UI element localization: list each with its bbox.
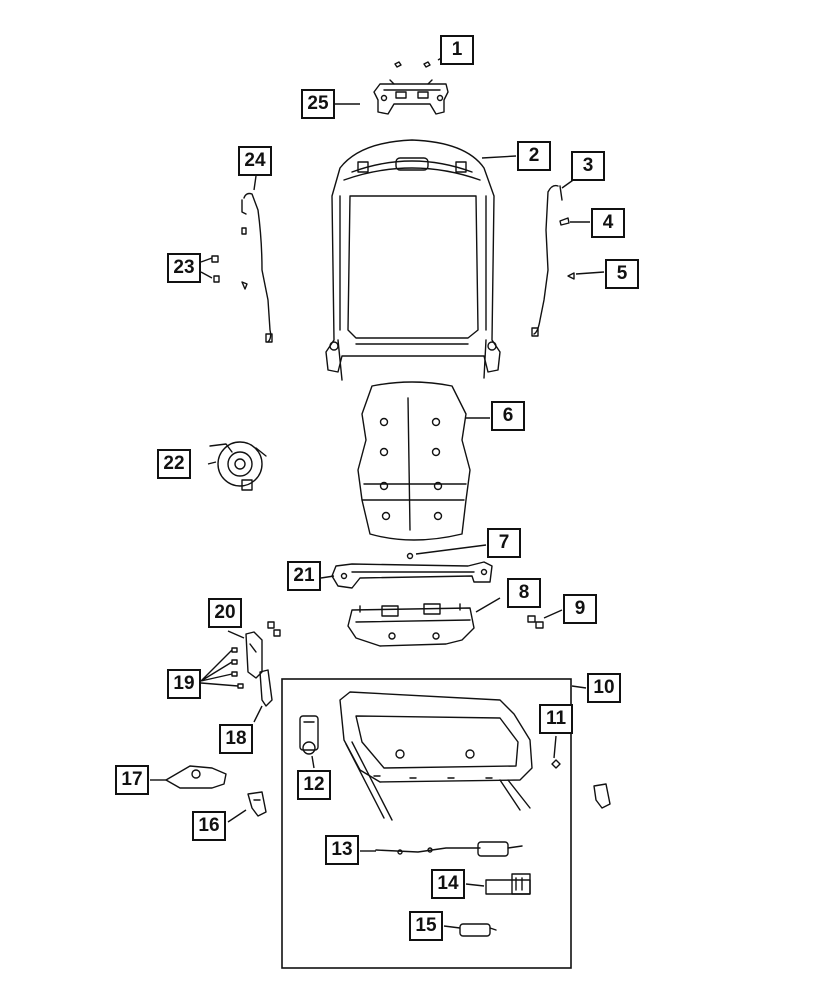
- callout-5: 5: [605, 259, 639, 289]
- part-10-seat-cushion-frame: [339, 691, 533, 821]
- callout-13: 13: [325, 835, 359, 865]
- part-18-trim: [259, 669, 273, 707]
- callout-24: 24: [238, 146, 272, 176]
- part-7-plug: [406, 552, 414, 560]
- part-5-clip: [567, 272, 575, 280]
- callout-11: 11: [539, 704, 573, 734]
- part-2-seatback-frame: [325, 139, 501, 381]
- callout-17: 17: [115, 765, 149, 795]
- part-24-left-cable: [241, 192, 273, 343]
- part-23-clips: [211, 227, 248, 290]
- callout-18: 18: [219, 724, 253, 754]
- callout-7: 7: [487, 528, 521, 558]
- callout-9: 9: [563, 594, 597, 624]
- part-1-screws: [394, 61, 431, 68]
- callout-6: 6: [491, 401, 525, 431]
- part-3-right-cable: [531, 184, 563, 337]
- right-clip: [593, 783, 611, 809]
- callout-20: 20: [208, 598, 242, 628]
- callout-12: 12: [297, 770, 331, 800]
- callout-22: 22: [157, 449, 191, 479]
- part-11-fastener: [551, 759, 561, 769]
- callout-10: 10: [587, 673, 621, 703]
- part-16-clip: [247, 791, 267, 817]
- part-4-screw: [559, 217, 570, 226]
- part-20-trim: [245, 631, 263, 679]
- callout-8: 8: [507, 578, 541, 608]
- part-8-seat-adjuster: [347, 603, 475, 647]
- callout-2: 2: [517, 141, 551, 171]
- callout-25: 25: [301, 89, 335, 119]
- part-12-motor: [299, 715, 319, 755]
- small-fasteners: [267, 621, 281, 637]
- callout-14: 14: [431, 869, 465, 899]
- part-22-recliner-motor: [209, 441, 267, 491]
- part-14-switch: [485, 873, 531, 895]
- part-6-back-panel: [357, 381, 471, 541]
- callout-4: 4: [591, 208, 625, 238]
- part-17-side-shield: [165, 765, 227, 789]
- part-21-cross-member: [331, 561, 493, 589]
- callout-1: 1: [440, 35, 474, 65]
- callout-15: 15: [409, 911, 443, 941]
- part-25-headrest-bracket: [373, 79, 449, 115]
- part-10-group-box: [281, 678, 572, 969]
- callout-23: 23: [167, 253, 201, 283]
- callout-3: 3: [571, 151, 605, 181]
- callout-16: 16: [192, 811, 226, 841]
- part-15-actuator: [459, 923, 497, 937]
- part-19-screws: [231, 647, 244, 689]
- callout-19: 19: [167, 669, 201, 699]
- callout-21: 21: [287, 561, 321, 591]
- part-9-nuts: [527, 615, 544, 629]
- part-13-cable: [375, 841, 523, 857]
- leader-lines: [150, 55, 605, 929]
